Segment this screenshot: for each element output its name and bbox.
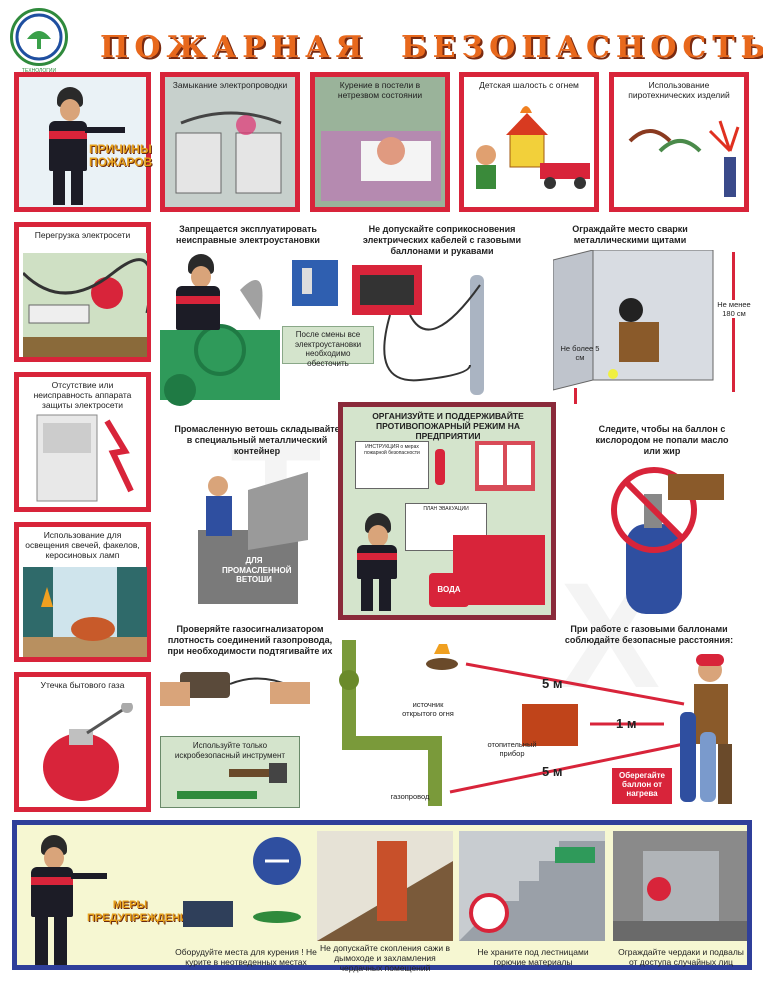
distance-arrows-illustration — [426, 644, 685, 794]
cause-panel-smoking: Курение в постели в нетрезвом состоянии — [310, 72, 450, 212]
children-fire-illustration — [476, 106, 590, 189]
causes-heading-panel: ПРИЧИНЫ ПОЖАРОВ — [14, 72, 153, 212]
prevention-strip: МЕРЫ ПРЕДУПРЕЖДЕНИЯ Оборудуйте места для… — [12, 820, 752, 973]
cellar-door-illustration — [613, 831, 747, 941]
logo — [10, 8, 68, 66]
prevention-caption-stairs: Не храните под лестницами горючие матери… — [477, 947, 589, 968]
breaker-illustration — [36, 414, 134, 502]
water-barrel: ВОДА — [429, 573, 469, 607]
rule-cables-contact: Не допускайте соприкосновения электричес… — [362, 224, 522, 256]
rule-oxygen-oil: Следите, чтобы на баллон с кислородом не… — [595, 424, 729, 456]
cause-panel-overload: Перегрузка электросети — [14, 222, 151, 362]
spark-proof-panel: Используйте только искробезопасный инстр… — [160, 736, 300, 808]
wiring-illustration — [175, 111, 282, 194]
label-open-fire: источник открытого огня — [402, 700, 454, 718]
stairs-illustration — [459, 831, 605, 941]
oxygen-cylinder-illustration — [611, 467, 724, 614]
logo-emblem-icon — [15, 13, 63, 61]
cause-panel-pyrotechnics: Использование пиротехнических изделий — [609, 72, 749, 212]
bed-smoking-illustration — [321, 131, 441, 201]
rule-oily-rags: Промасленную ветошь складывайте в специа… — [174, 424, 340, 456]
gap-arrow — [574, 388, 577, 404]
cause-panel-candles: Использование для освещения свечей, факе… — [14, 522, 151, 662]
smoking-area-illustration — [183, 837, 301, 927]
prevention-heading: МЕРЫ ПРЕДУПРЕЖДЕНИЯ — [87, 899, 196, 924]
distance-pipe: 5 м — [542, 764, 563, 779]
rule-after-shift: После смены все электроустановки необход… — [294, 330, 362, 368]
extinguishers-illustration — [435, 441, 535, 491]
after-shift-note — [282, 326, 374, 364]
regime-title: ОРГАНИЗУЙТЕ И ПОДДЕРЖИВАЙТЕ ПРОТИВОПОЖАР… — [372, 411, 524, 442]
cause-panel-gas-leak: Утечка бытового газа — [14, 672, 151, 812]
worker-cylinders-illustration — [680, 654, 732, 804]
prevention-caption-cellar: Ограждайте чердаки и подвалы от доступа … — [618, 947, 744, 968]
rule-faulty-equipment: Запрещается эксплуатировать неисправные … — [176, 224, 320, 245]
label-heater: отопительный прибор — [487, 740, 537, 758]
page-title: ПОЖАРНАЯ БЕЗОПАСНОСТЬ — [100, 30, 763, 65]
welding-machine-illustration — [352, 265, 484, 395]
protect-cylinder-badge: Оберегайте баллон от нагрева — [612, 768, 672, 804]
prevention-caption-smoking: Оборудуйте места для курения ! Не курите… — [175, 947, 317, 968]
prevention-caption-chimney: Не допускайте скопления сажи в дымоходе … — [320, 943, 450, 974]
height-label: Не менее 180 см — [714, 300, 754, 318]
instruction-board: ИНСТРУКЦИЯ о мерах пожарной безопасности — [355, 441, 429, 489]
rule-gas-analyzer: Проверяйте газосигнализатором плотность … — [167, 624, 333, 656]
chimney-illustration — [317, 831, 453, 941]
tools-illustration — [177, 763, 287, 799]
welding-shields-illustration — [553, 250, 714, 391]
page-number: I — [742, 32, 756, 65]
rag-container-illustration — [198, 472, 308, 604]
distance-heater: 1 м — [616, 716, 637, 731]
label-gas-pipe: газопровод — [390, 792, 430, 801]
distance-fire: 5 м — [542, 676, 563, 691]
cause-panel-children: Детская шалость с огнем — [459, 72, 599, 212]
gas-pipe-illustration — [339, 640, 442, 806]
rule-safe-distances: При работе с газовыми баллонами соблюдай… — [564, 624, 734, 645]
gas-cylinder-illustration — [43, 703, 133, 801]
height-arrow — [732, 252, 735, 392]
regime-panel: ОРГАНИЗУЙТЕ И ПОДДЕРЖИВАЙТЕ ПРОТИВОПОЖАР… — [338, 402, 556, 620]
gas-analyzer-illustration — [160, 672, 310, 706]
gap-label: Не более 5 см — [560, 344, 600, 362]
overload-illustration — [23, 253, 147, 357]
fireworks-illustration — [628, 120, 740, 197]
electric-installation-illustration — [160, 260, 338, 406]
rule-welding-shields: Ограждайте место сварки металлическими щ… — [572, 224, 688, 245]
causes-heading: ПРИЧИНЫ ПОЖАРОВ — [89, 142, 153, 170]
container-label: ДЛЯ ПРОМАСЛЕННОЙ ВЕТОШИ — [222, 556, 292, 585]
cause-panel-protection: Отсутствие или неисправность аппарата за… — [14, 372, 151, 512]
window-candle-illustration — [23, 567, 147, 657]
cause-panel-wiring: Замыкание электропроводки — [160, 72, 300, 212]
